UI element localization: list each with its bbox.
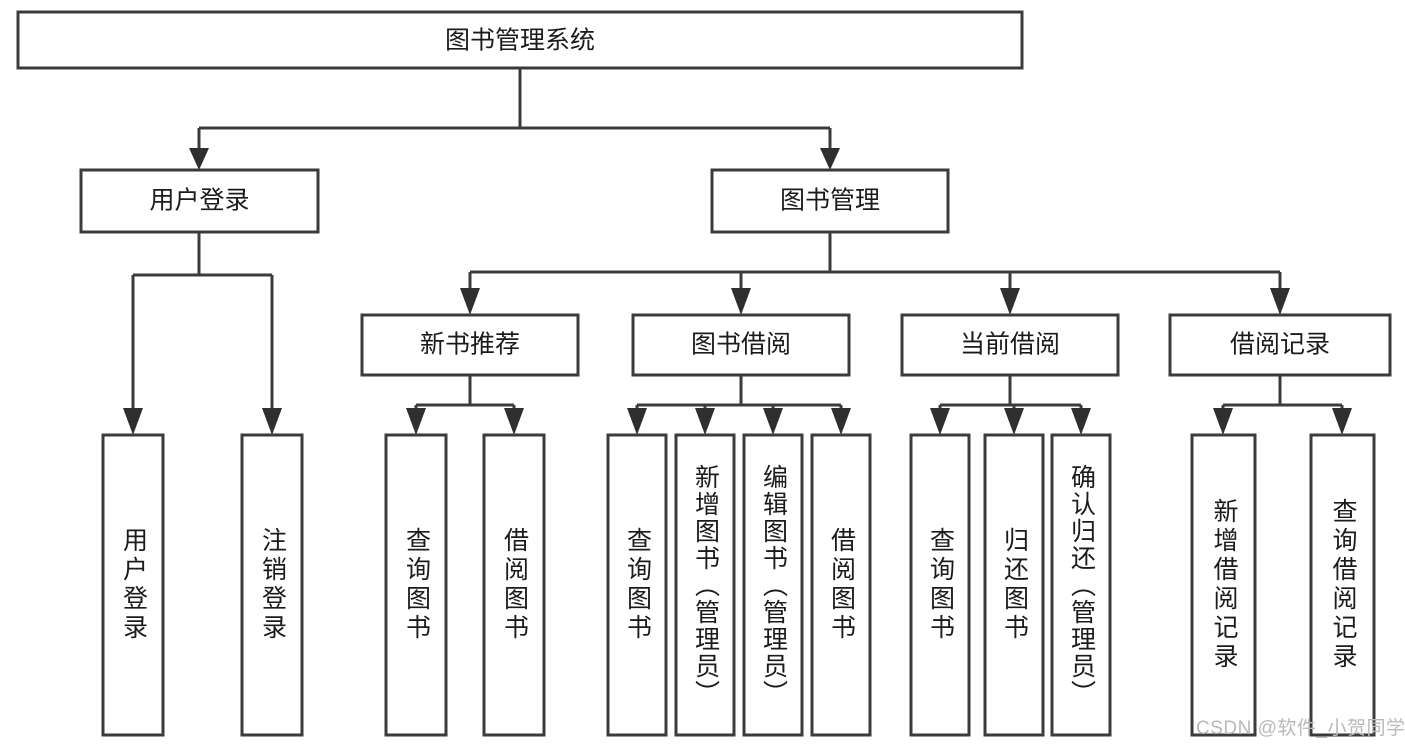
leaf-boxes <box>101 433 1376 737</box>
arrowhead-borrow-leaf2 <box>695 408 715 435</box>
node-book-borrow[interactable]: 图书借阅 <box>631 313 851 377</box>
arrowhead-book-to-l3-2 <box>731 288 751 315</box>
arrowhead-newbook-leaf1 <box>406 408 426 435</box>
node-user-login-box[interactable] <box>79 168 320 234</box>
arrowhead-current-leaf1 <box>930 408 950 435</box>
leaf-box-confirm-return-admin[interactable] <box>1050 433 1112 737</box>
connector-group-current-borrow <box>930 375 1091 435</box>
node-root-label: 图书管理系统 <box>445 27 595 55</box>
arrowhead-user-leaf1 <box>123 408 143 435</box>
arrowhead-book-to-l3-4 <box>1270 288 1290 315</box>
arrowhead-newbook-leaf2 <box>504 408 524 435</box>
leaf-box-query-book-current[interactable] <box>909 433 971 737</box>
node-book-borrow-label: 图书借阅 <box>691 331 791 359</box>
node-book-borrow-box[interactable] <box>631 313 851 377</box>
connector-group-borrow-book <box>627 375 851 435</box>
arrowhead-record-leaf1 <box>1213 408 1233 435</box>
leaf-box-add-book-admin[interactable] <box>674 433 736 737</box>
arrowhead-borrow-leaf3 <box>763 408 783 435</box>
node-book-manage-label: 图书管理 <box>780 187 880 215</box>
leaf-box-borrow-book-new[interactable] <box>482 433 546 737</box>
node-root[interactable]: 图书管理系统 <box>16 10 1024 70</box>
leaf-box-query-borrow-record[interactable] <box>1309 433 1376 737</box>
leaf-box-query-book-borrow[interactable] <box>606 433 668 737</box>
arrowhead-book-to-l3-1 <box>460 288 480 315</box>
leaf-box-borrow-book[interactable] <box>810 433 872 737</box>
node-user-login[interactable]: 用户登录 <box>79 168 320 234</box>
arrowhead-book-to-l3-3 <box>1000 288 1020 315</box>
leaf-box-return-book[interactable] <box>983 433 1045 737</box>
node-current-borrow-label: 当前借阅 <box>960 331 1060 359</box>
arrowhead-root-to-user <box>189 148 209 170</box>
csdn-watermark: CSDN @软件_小贺同学 <box>1196 718 1405 739</box>
leaf-box-add-borrow-record[interactable] <box>1190 433 1257 737</box>
leaf-box-edit-book-admin[interactable] <box>742 433 804 737</box>
arrowhead-user-leaf2 <box>262 408 282 435</box>
connector-group-new-book <box>406 375 524 435</box>
node-borrow-record-label: 借阅记录 <box>1230 331 1330 359</box>
node-book-manage[interactable]: 图书管理 <box>710 168 950 234</box>
arrowhead-current-leaf2 <box>1004 408 1024 435</box>
arrowhead-record-leaf2 <box>1332 408 1352 435</box>
node-new-book-recommend-box[interactable] <box>360 313 580 377</box>
node-current-borrow[interactable]: 当前借阅 <box>900 313 1120 377</box>
leaf-box-user-login[interactable] <box>101 433 165 737</box>
arrowhead-root-to-book <box>820 148 840 170</box>
leaf-box-logout[interactable] <box>240 433 304 737</box>
connector-group-book-manage <box>460 232 1290 315</box>
node-new-book-recommend[interactable]: 新书推荐 <box>360 313 580 377</box>
node-borrow-record[interactable]: 借阅记录 <box>1168 313 1392 377</box>
connector-group-user-login <box>123 232 282 435</box>
node-new-book-recommend-label: 新书推荐 <box>420 331 520 359</box>
arrowhead-current-leaf3 <box>1071 408 1091 435</box>
connector-group-root <box>189 68 840 170</box>
node-root-box[interactable] <box>16 10 1024 70</box>
arrowhead-borrow-leaf1 <box>627 408 647 435</box>
connector-group-borrow-record <box>1213 375 1352 435</box>
node-user-login-label: 用户登录 <box>149 187 249 215</box>
node-current-borrow-box[interactable] <box>900 313 1120 377</box>
node-borrow-record-box[interactable] <box>1168 313 1392 377</box>
arrowhead-borrow-leaf4 <box>831 408 851 435</box>
leaf-box-query-book-new[interactable] <box>384 433 448 737</box>
node-book-manage-box[interactable] <box>710 168 950 234</box>
